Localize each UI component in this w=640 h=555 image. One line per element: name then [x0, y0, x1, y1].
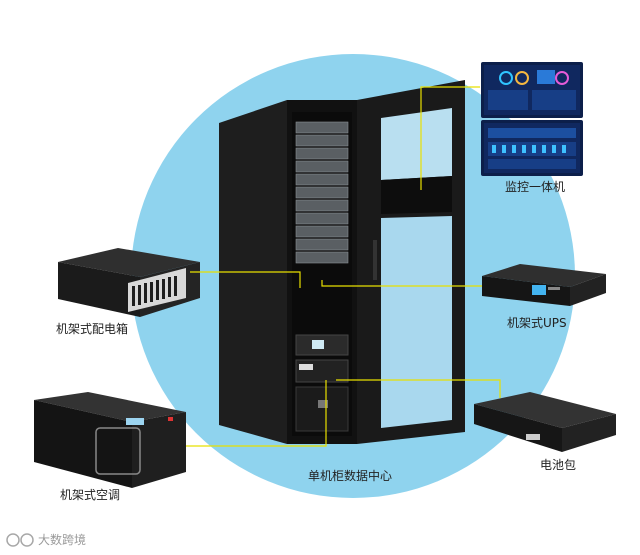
cabinet-illustration [219, 80, 465, 444]
label-pdu: 机架式配电箱 [56, 322, 129, 336]
aircon-illustration [34, 392, 186, 488]
label-battery: 电池包 [540, 458, 577, 472]
watermark-logo [6, 533, 34, 547]
door-glass-bottom [381, 216, 452, 428]
label-aircon: 机架式空调 [60, 488, 121, 502]
connector-monitor [420, 86, 480, 190]
battery-illustration [474, 392, 616, 452]
connector-lines [186, 86, 501, 447]
pdu-illustration [58, 248, 200, 317]
monitor-screens [481, 62, 583, 176]
watermark-text: 大数跨境 [38, 533, 87, 547]
label-monitor: 监控一体机 [505, 180, 566, 194]
cabinet-servers [295, 121, 349, 264]
label-ups: 机架式UPS [507, 316, 567, 330]
connector-pdu [190, 271, 301, 288]
label-cabinet: 单机柜数据中心 [308, 469, 393, 483]
connector-battery [336, 379, 501, 398]
connector-ups [321, 280, 482, 287]
door-panel [381, 176, 452, 214]
door-glass-top [381, 108, 452, 180]
connector-aircon [186, 380, 327, 447]
ups-illustration [482, 264, 606, 306]
